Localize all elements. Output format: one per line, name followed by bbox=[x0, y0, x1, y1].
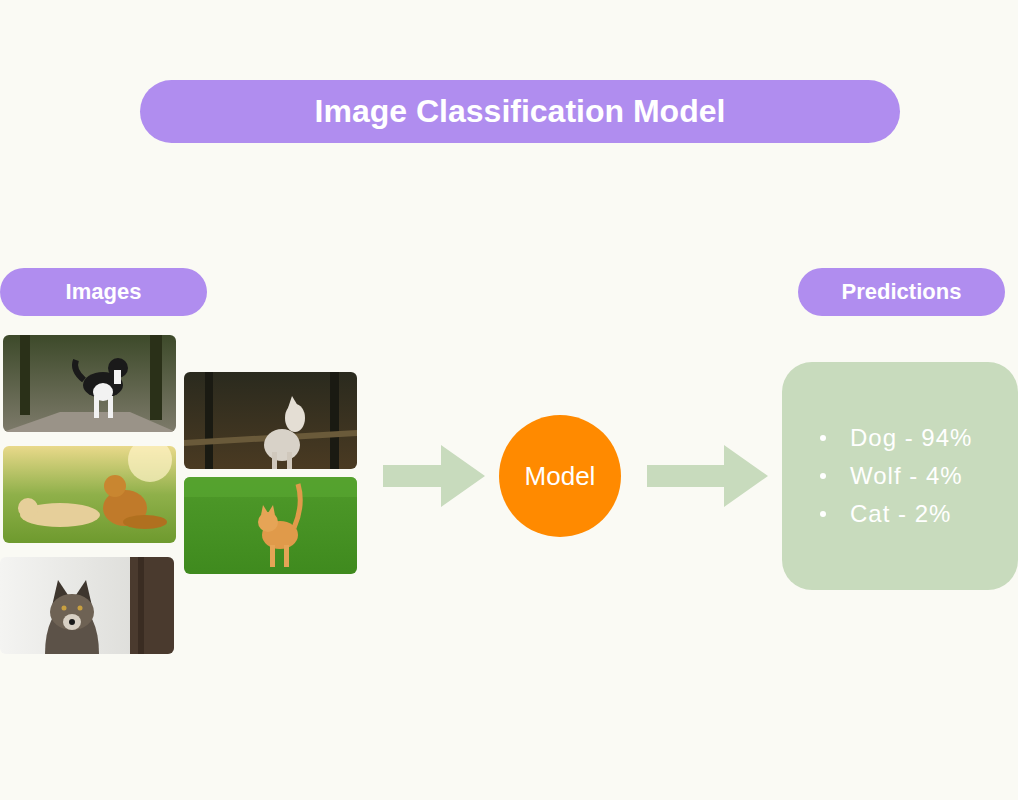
prediction-text: Wolf - 4% bbox=[850, 462, 963, 490]
flow-arrow bbox=[383, 445, 485, 507]
dog-photo bbox=[3, 335, 176, 432]
wolf-photo bbox=[0, 557, 174, 654]
golden-dogs-photo bbox=[3, 446, 176, 543]
section-pill: Predictions bbox=[798, 268, 1005, 316]
flow-arrow bbox=[647, 445, 768, 507]
title-banner: Image Classification Model bbox=[140, 80, 900, 143]
prediction-box: Dog - 94% Wolf - 4% Cat - 2% bbox=[782, 362, 1018, 590]
bullet-dot bbox=[820, 473, 826, 479]
prediction-item: Wolf - 4% bbox=[820, 457, 1008, 495]
prediction-item: Cat - 2% bbox=[820, 495, 1008, 533]
prediction-item: Dog - 94% bbox=[820, 419, 1008, 457]
model-circle: Model bbox=[499, 415, 621, 537]
bullet-dot bbox=[820, 511, 826, 517]
cat-photo bbox=[184, 477, 357, 574]
node-label: Model bbox=[525, 461, 596, 492]
image-group: Images bbox=[0, 268, 357, 654]
prediction-group: PredictionsDog - 94% Wolf - 4% Cat - 2% bbox=[782, 268, 1018, 590]
prediction-text: Cat - 2% bbox=[850, 500, 951, 528]
section-pill: Images bbox=[0, 268, 207, 316]
section-heading: Predictions bbox=[842, 279, 962, 305]
title-text: Image Classification Model bbox=[315, 93, 726, 130]
prediction-text: Dog - 94% bbox=[850, 424, 972, 452]
white-wolf-photo bbox=[184, 372, 357, 469]
bullet-dot bbox=[820, 435, 826, 441]
section-heading: Images bbox=[66, 279, 142, 305]
